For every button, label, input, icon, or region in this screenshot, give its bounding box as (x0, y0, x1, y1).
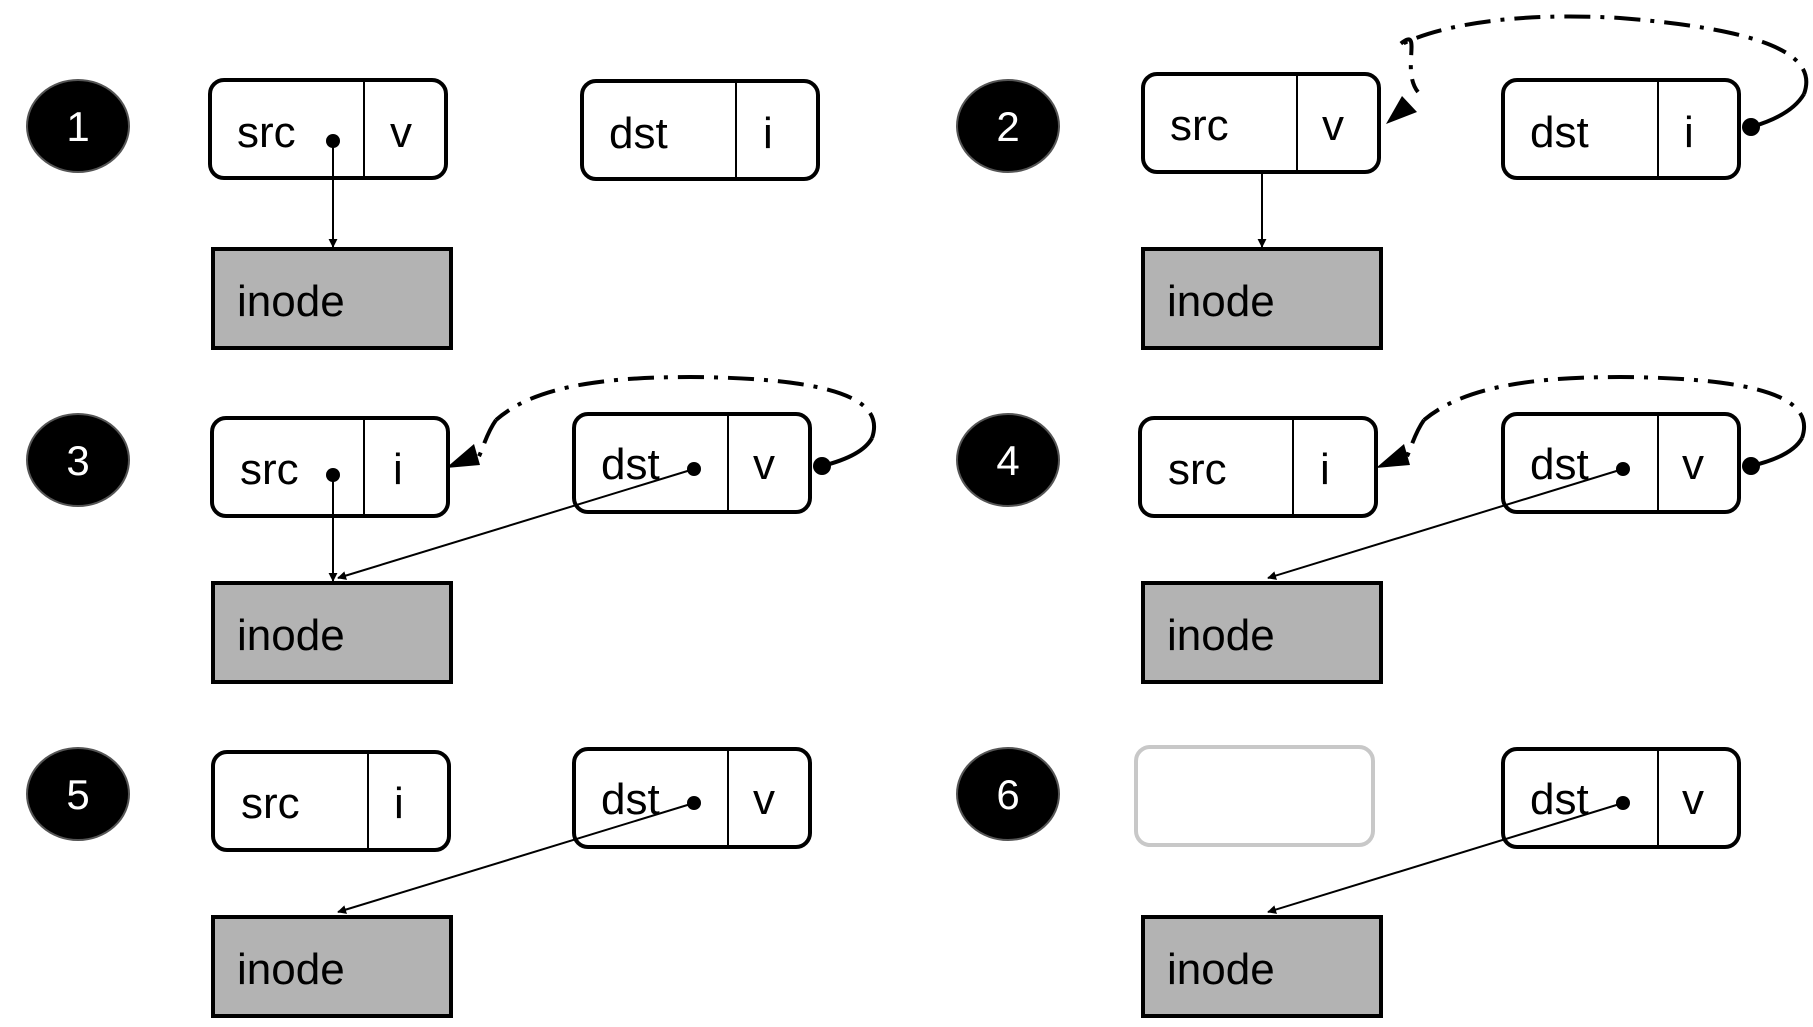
step-5-inode-label: inode (237, 945, 345, 994)
step-3-inode-label: inode (237, 611, 345, 660)
step-5-src-name: src (241, 779, 300, 828)
step-5-badge (26, 747, 130, 841)
step-6-badge (956, 747, 1060, 841)
step-4-inode-label: inode (1167, 611, 1275, 660)
step-6-inode-label: inode (1167, 945, 1275, 994)
step-3-dst-name: dst (601, 440, 660, 489)
step-2-dst-name: dst (1530, 108, 1589, 157)
step-2-number: 2 (996, 103, 1019, 150)
step-1-src-entry: src v (208, 78, 448, 180)
step-6-panel: 6 dst v inode (956, 745, 1741, 1018)
step-1-dst-type: i (763, 109, 773, 158)
step-3-dst-to-src-link (446, 374, 876, 475)
step-1-badge (26, 79, 130, 173)
step-2-panel: 2 src v dst i inode (956, 14, 1809, 350)
step-3-inode: inode (211, 581, 453, 684)
step-5-src-entry: src i (211, 750, 451, 852)
step-3-panel: 3 src i dst v inode (26, 374, 876, 684)
step-3-badge (26, 413, 130, 507)
step-4-dst-type: v (1682, 440, 1704, 489)
step-5-number: 5 (66, 771, 89, 818)
step-5-src-type: i (394, 779, 404, 828)
step-6-empty-src-slot (1134, 745, 1375, 847)
step-1-inode: inode (211, 247, 453, 350)
step-1-inode-label: inode (237, 277, 345, 326)
step-4-src-entry: src i (1138, 416, 1378, 518)
step-4-dst-name: dst (1530, 440, 1589, 489)
step-1-src-pointer (326, 134, 340, 248)
step-4-badge (956, 413, 1060, 507)
step-6-dst-pointer (1267, 796, 1630, 914)
step-4-number: 4 (996, 437, 1019, 484)
step-2-src-type: v (1322, 101, 1344, 150)
step-4-inode: inode (1141, 581, 1383, 684)
step-6-number: 6 (996, 771, 1019, 818)
step-5-dst-pointer (337, 796, 701, 914)
step-3-dst-pointer (337, 462, 701, 580)
step-1-dst-name: dst (609, 109, 668, 158)
step-4-dst-pointer (1267, 462, 1630, 580)
step-4-src-type: i (1320, 445, 1330, 494)
step-3-src-name: src (240, 445, 299, 494)
step-2-src-name: src (1170, 101, 1229, 150)
step-4-dst-to-src-link (1376, 374, 1806, 475)
step-5-panel: 5 src i dst v inode (26, 747, 812, 1018)
step-1-panel: 1 src v dst i inode (26, 78, 820, 350)
step-2-dst-to-src-link (1386, 14, 1809, 136)
step-5-dst-type: v (753, 775, 775, 824)
step-5-inode: inode (211, 915, 453, 1018)
step-1-src-name: src (237, 108, 296, 157)
step-3-dst-type: v (753, 440, 775, 489)
step-2-src-entry: src v (1141, 72, 1381, 174)
step-3-src-entry: src i (210, 416, 450, 518)
step-2-inode-label: inode (1167, 277, 1275, 326)
step-6-dst-type: v (1682, 775, 1704, 824)
step-2-badge (956, 79, 1060, 173)
step-3-src-pointer (326, 468, 340, 582)
step-3-src-type: i (393, 445, 403, 494)
step-6-inode: inode (1141, 915, 1383, 1018)
step-4-src-name: src (1168, 445, 1227, 494)
step-2-inode: inode (1141, 247, 1383, 350)
step-1-src-type: v (390, 108, 412, 157)
step-1-dst-entry: dst i (580, 79, 820, 181)
step-4-panel: 4 src i dst v inode (956, 374, 1806, 684)
step-2-dst-type: i (1684, 108, 1694, 157)
step-3-number: 3 (66, 437, 89, 484)
step-1-number: 1 (66, 103, 89, 150)
step-2-dst-entry: dst i (1501, 78, 1741, 180)
